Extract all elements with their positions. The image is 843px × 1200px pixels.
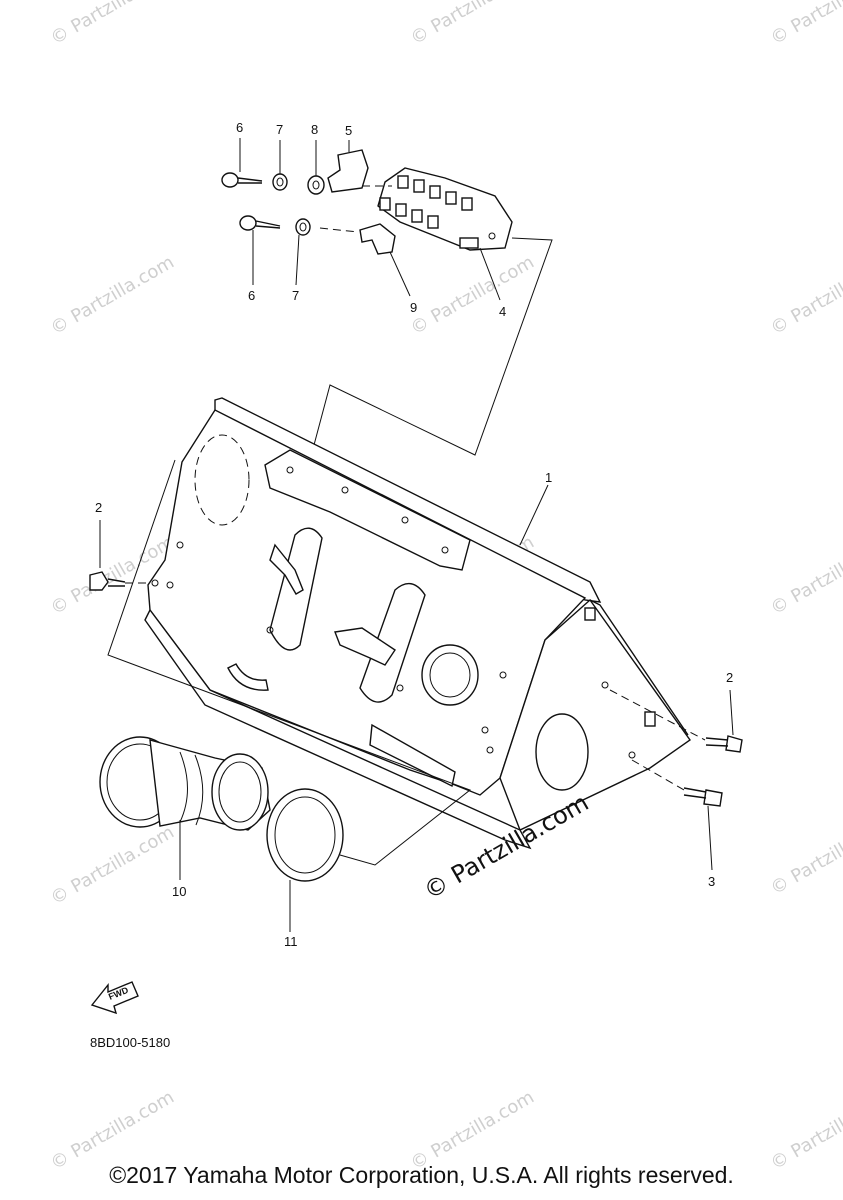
callout-number: 2 (726, 670, 733, 685)
copyright-notice: ©2017 Yamaha Motor Corporation, U.S.A. A… (109, 1162, 734, 1188)
callout-number: 2 (95, 500, 102, 515)
part-7-washer (272, 173, 288, 191)
assembly-outline (107, 459, 472, 866)
callout-number: 6 (236, 120, 243, 135)
part-2-bolt (609, 689, 743, 753)
watermark: © Partzilla.com (47, 0, 178, 49)
watermark: © Partzilla.com (767, 0, 843, 49)
part-5-plate (327, 149, 392, 193)
part-4-terminal-bracket (377, 167, 513, 251)
callout-number: 4 (499, 304, 506, 319)
part-9-clip (319, 223, 396, 255)
part-8-grommet (307, 175, 325, 195)
callout-number: 5 (345, 123, 352, 138)
part-2-bolt (89, 520, 150, 591)
callout-number: 1 (545, 470, 552, 485)
part-6-screw (221, 172, 263, 188)
callout-labels: 1 2 2 3 4 5 6 6 7 7 8 9 10 11 (95, 120, 733, 949)
part-10-duct (99, 736, 271, 880)
leader-line-1 (519, 484, 549, 546)
callout-number: 6 (248, 288, 255, 303)
watermark: © Partzilla.com (407, 252, 538, 340)
part-1-panel (144, 397, 691, 850)
callout-number: 8 (311, 122, 318, 137)
part-3-bolt (631, 759, 723, 871)
watermark: © Partzilla.com (767, 812, 843, 900)
fwd-arrow-icon: FWD (90, 981, 139, 1015)
diagram-part-code: 8BD100-5180 (90, 1035, 171, 1050)
watermark: © Partzilla.com (407, 0, 538, 49)
callout-number: 9 (410, 300, 417, 315)
part-11-ring (266, 788, 344, 932)
watermark: © Partzilla.com (47, 822, 178, 910)
callout-number: 7 (276, 122, 283, 137)
watermark: © Partzilla.com (47, 252, 178, 340)
callout-number: 10 (172, 884, 186, 899)
watermark: © Partzilla.com (767, 532, 843, 620)
callout-number: 11 (284, 934, 298, 949)
callout-number: 7 (292, 288, 299, 303)
part-6-screw (239, 215, 281, 231)
watermark: © Partzilla.com (767, 252, 843, 340)
callout-number: 3 (708, 874, 715, 889)
part-7-washer (295, 218, 311, 236)
